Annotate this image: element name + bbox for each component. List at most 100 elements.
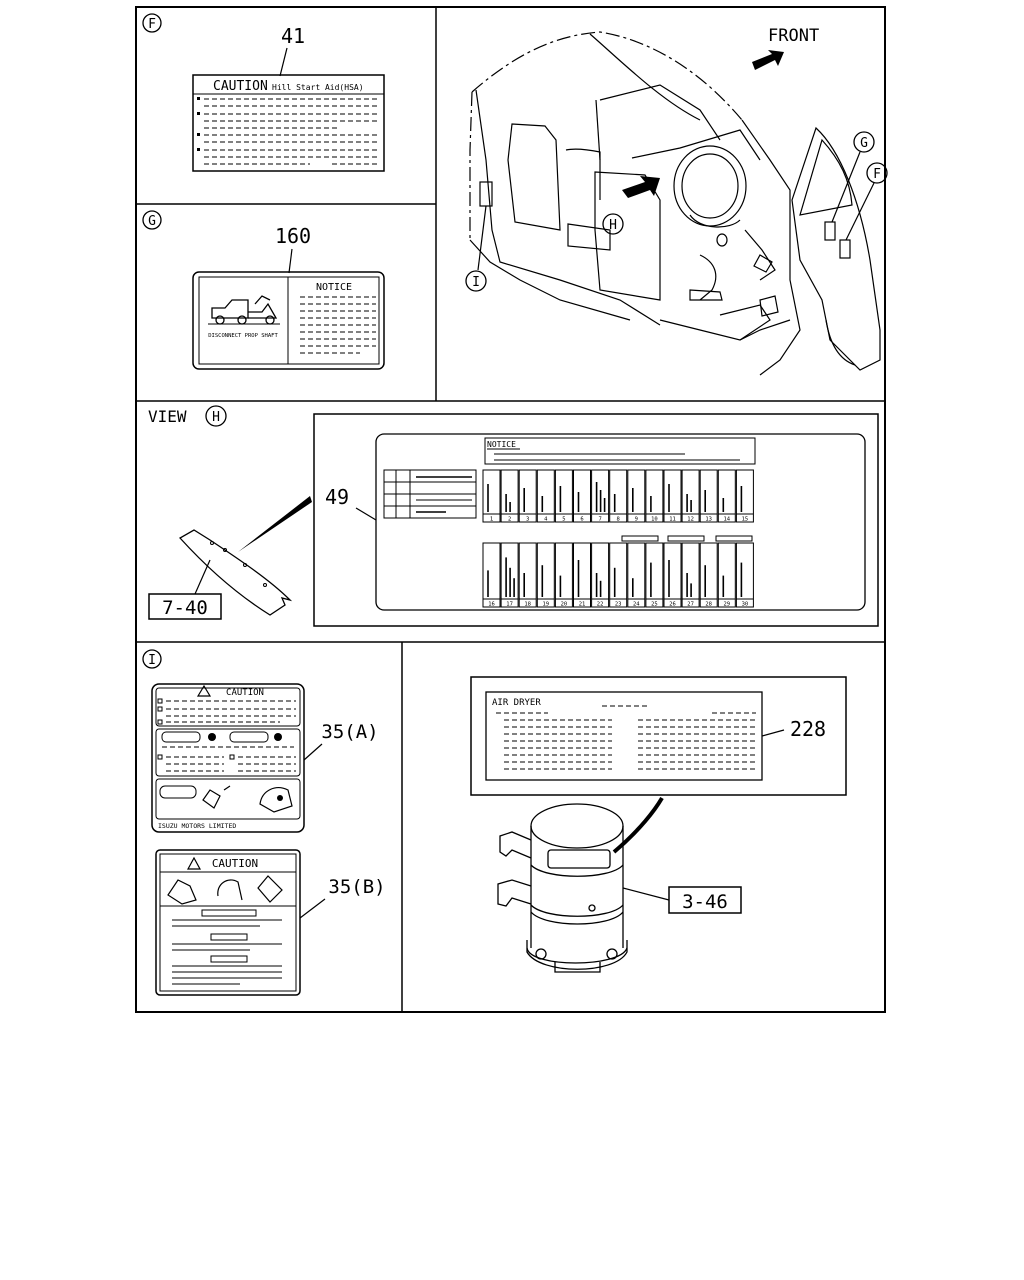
fuse-number: 23	[615, 602, 622, 608]
view-h-callout-letter: H	[212, 410, 220, 425]
fuse-number: 22	[597, 602, 604, 608]
callout-g-letter: G	[148, 214, 156, 229]
callout-h-letter: H	[609, 218, 617, 233]
label-heading: CAUTION	[213, 79, 268, 94]
seat-pictogram-icon	[167, 879, 197, 905]
ref-part-7-40: 7-40	[162, 597, 208, 619]
callout-f-circle	[142, 13, 162, 33]
fuse-slot: 13	[699, 469, 718, 523]
fuse-slot: 5	[554, 469, 573, 523]
fuse-slot: 17	[500, 542, 519, 608]
fuse-slot: 25	[645, 542, 664, 608]
callout-f-letter: F	[873, 167, 881, 182]
air-dryer-unit	[497, 796, 664, 973]
label-f-location	[839, 239, 851, 259]
label-heading: NOTICE	[316, 282, 352, 293]
fuse-slot: 23	[609, 542, 628, 608]
pointer-wedge	[238, 496, 312, 552]
panel-view-h: VIEW H 7-40 49 NOTICE	[148, 405, 879, 627]
leader-line	[622, 887, 670, 901]
fuse-slot: 21	[573, 542, 591, 608]
leader-line	[355, 507, 377, 521]
fuse-number: 20	[561, 602, 568, 608]
label-heading: NOTICE	[487, 440, 516, 449]
leader-line	[299, 898, 326, 919]
view-label: VIEW	[148, 407, 187, 426]
diamond-pictogram-icon	[257, 875, 283, 903]
fuse-number: 21	[579, 602, 586, 608]
label-g-location	[824, 221, 836, 241]
label-subheading: Hill Start Aid(HSA)	[272, 83, 364, 92]
label-text-lines	[300, 296, 376, 354]
part-number-41: 41	[281, 24, 305, 48]
warning-triangle-icon	[196, 684, 212, 697]
leader-line	[477, 205, 487, 271]
callout-i-letter: I	[148, 653, 156, 668]
air-dryer-label-detail-frame	[470, 676, 847, 796]
part-number-49: 49	[325, 485, 349, 509]
ref-part-3-46: 3-46	[682, 891, 728, 913]
leader-line	[288, 248, 293, 274]
fuse-slot: 10	[645, 469, 664, 523]
tow-truck-pictogram	[208, 295, 280, 325]
fuse-number: 5	[562, 517, 565, 523]
callout-i-circle	[465, 270, 487, 292]
caution-label-35b: CAUTION	[155, 849, 301, 996]
leader-line	[831, 151, 861, 223]
fuse-slot: 6	[573, 469, 591, 523]
fuse-slot: 12	[681, 469, 700, 523]
fuse-slot: 3	[518, 469, 537, 523]
callout-g-letter: G	[860, 136, 868, 151]
front-label: FRONT	[768, 26, 819, 46]
fuse-number: 29	[723, 602, 730, 608]
part-number-35b: 35(B)	[328, 876, 385, 898]
fuse-slot: 15	[735, 469, 754, 523]
fuse-number: 18	[524, 602, 531, 608]
fuse-number: 26	[669, 602, 676, 608]
gear-icon	[208, 733, 216, 741]
fuse-number: 11	[669, 517, 676, 523]
fuse-slot: 19	[536, 542, 555, 608]
fuse-slot: 24	[627, 542, 646, 608]
fuse-number: 9	[635, 517, 638, 523]
fuse-number: 3	[526, 517, 529, 523]
fuse-number: 28	[705, 602, 712, 608]
fuse-number: 6	[580, 517, 583, 523]
leader-line	[194, 559, 211, 595]
panel-g: G 160 NOTICE DISCONNECT PROP SHAFT	[142, 210, 385, 370]
callout-h-circle	[602, 213, 624, 235]
part-number-228: 228	[790, 717, 826, 741]
fuse-slot: 16	[482, 542, 501, 608]
pictogram-caption: DISCONNECT PROP SHAFT	[208, 333, 278, 339]
fuse-number: 17	[506, 602, 513, 608]
fuse-number: 16	[488, 602, 495, 608]
fuse-number: 19	[542, 602, 549, 608]
view-h-arrow-icon	[622, 176, 660, 198]
leader-line	[761, 729, 785, 737]
fuse-slot: 14	[717, 469, 736, 523]
fuse-number: 7	[598, 517, 601, 523]
fuse-number: 2	[508, 517, 511, 523]
fuse-slot: 2	[500, 469, 519, 523]
part-number-35a: 35(A)	[321, 721, 378, 743]
fuse-slot: 8	[609, 469, 628, 523]
fuse-number: 4	[544, 517, 548, 523]
cab-overview-panel: FRONT	[465, 26, 888, 376]
label-footer: ISUZU MOTORS LIMITED	[158, 822, 236, 830]
fuse-slot: 28	[699, 542, 718, 608]
mechanism-icon	[259, 787, 293, 813]
warning-triangle-icon	[186, 856, 202, 870]
fuse-slot: 30	[735, 542, 754, 608]
fuse-number: 27	[687, 602, 694, 608]
fuse-number: 1	[490, 517, 493, 523]
prop-shaft-notice-label: NOTICE DISCONNECT PROP SHAFT	[192, 271, 385, 370]
fuse-slot: 27	[681, 542, 700, 608]
fuse-number: 12	[687, 517, 694, 523]
cab-outline	[469, 31, 881, 376]
fuse-slot: 1	[482, 469, 501, 523]
fuse-number: 10	[651, 517, 658, 523]
caution-label-35a: CAUTION ISUZ	[151, 683, 305, 833]
